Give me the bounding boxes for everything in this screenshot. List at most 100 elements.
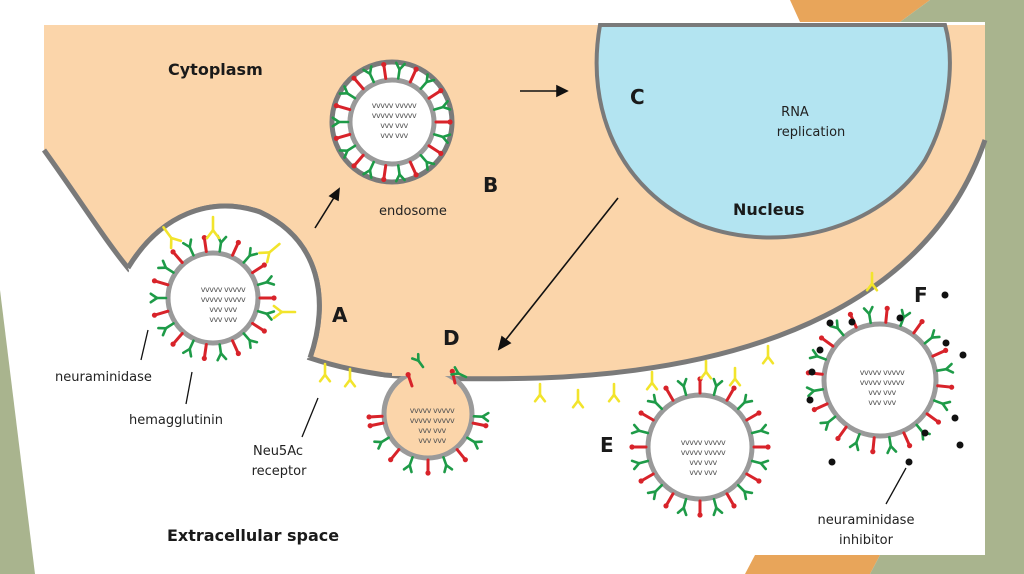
inhibitor-molecule (951, 414, 959, 422)
nucleus (594, 23, 952, 240)
neuraminidase-branch (941, 402, 949, 412)
neuraminidase-branch (161, 259, 168, 270)
neuraminidase-branch (676, 506, 685, 515)
inhibitor-molecule (941, 291, 949, 299)
leader-neu5ac (301, 397, 319, 438)
hemagglutinin-head (731, 385, 737, 391)
rna-glyph-line: vvvvv vvvvv (410, 416, 455, 425)
receptor-branch (766, 355, 775, 365)
receptor-branch (272, 304, 284, 314)
receptor-branch (343, 378, 352, 388)
hemagglutinin-head (818, 335, 825, 341)
receptor-branch (699, 370, 708, 380)
label-replication: replication (777, 125, 846, 140)
inhibitor-molecule (816, 346, 824, 354)
receptor-branch (538, 393, 547, 403)
label-neu5ac: Neu5Ac (253, 444, 303, 459)
label-neuraminidase: neuraminidase (55, 370, 152, 385)
neuraminidase-branch (265, 312, 273, 321)
neuraminidase-branch (425, 160, 429, 171)
hemagglutinin-head (884, 305, 890, 311)
virus-envelope (821, 321, 939, 439)
slide-green-left (0, 290, 35, 574)
receptor-branch (728, 377, 737, 387)
neuraminidase-spike (408, 456, 414, 467)
slide-green-bottom (870, 555, 985, 574)
receptor-stem (162, 226, 173, 240)
hemagglutinin-head (811, 406, 817, 413)
neuraminidase-spike (164, 322, 175, 330)
rna-glyph-line: vvv vvv (209, 315, 237, 324)
slide-green-right (900, 0, 1024, 574)
leader-inhibitor (885, 467, 907, 505)
receptor-branch (650, 381, 659, 391)
neuraminidase-spike (932, 399, 944, 406)
neuraminidase-branch (441, 105, 452, 111)
rna-glyph-line: vvv vvv (868, 388, 896, 397)
virus-f-inhibited (805, 305, 955, 455)
neuraminidase-branch (811, 348, 819, 358)
neuraminidase-branch (944, 367, 955, 374)
neuraminidase-branch (819, 421, 830, 425)
neuraminidase-spike (466, 436, 476, 444)
hemagglutinin-head (170, 249, 176, 255)
neuraminidase-spike (188, 245, 195, 257)
neuraminidase-spike (712, 384, 718, 397)
hemagglutinin-head (906, 443, 913, 449)
hemagglutinin-head (697, 512, 703, 518)
neuraminidase-spike (736, 401, 746, 411)
neuraminidase-branch (248, 339, 252, 350)
hemagglutinin-head (756, 410, 762, 416)
neuraminidase-branch (759, 429, 770, 435)
hemagglutinin-head (201, 235, 207, 241)
virus-e-release (629, 376, 771, 518)
hemagglutinin-head (756, 478, 762, 484)
virus-envelope (645, 392, 755, 502)
neuraminidase-spike (750, 459, 763, 465)
receptor-branch (733, 377, 742, 387)
label-receptor: receptor (252, 464, 308, 479)
arrow-a-to-b (314, 195, 336, 229)
inhibitor-molecule (806, 396, 814, 404)
arrows (314, 84, 619, 351)
receptor-branch (323, 373, 332, 383)
neuraminidase-spike (935, 367, 948, 372)
neuraminidase-spike (188, 339, 195, 351)
neuraminidase-branch (646, 490, 657, 495)
hemagglutinin-head (731, 503, 737, 509)
hemagglutinin-head (765, 444, 771, 450)
hemagglutinin-head (413, 66, 419, 72)
label-inhibitor-2: inhibitor (839, 533, 894, 548)
hemagglutinin-head (935, 419, 942, 425)
neuraminidase-spike (736, 483, 746, 493)
neuraminidase-branch (453, 366, 460, 375)
receptor-branch (870, 282, 879, 292)
neuraminidase-spike (346, 144, 357, 152)
neuraminidase-spike (218, 241, 223, 253)
hemagglutinin-head (663, 503, 669, 509)
neu5ac-receptors (318, 271, 879, 409)
arrow-a-to-b-head (328, 187, 340, 202)
neuraminidase-branch (759, 462, 768, 471)
label-hemagglutinin: hemagglutinin (129, 413, 223, 428)
receptor-branch (318, 373, 327, 383)
label-extracellular: Extracellular space (167, 526, 339, 545)
virus-a-attachment (125, 203, 322, 362)
hemagglutinin-head (366, 414, 372, 420)
neuraminidase-spike (242, 254, 251, 264)
neuraminidase-spike (637, 429, 650, 435)
inhibitor-molecule (956, 441, 964, 449)
neuraminidase-spike (637, 459, 650, 465)
neuraminidase-branch (930, 335, 941, 339)
neuraminidase-branch (188, 238, 193, 249)
hemagglutinin-head (462, 457, 468, 463)
rna-glyph-line: vvv vvv (418, 436, 446, 445)
receptor-branch (211, 228, 221, 240)
hemagglutinin-head (425, 470, 431, 476)
hemagglutinin-head (261, 262, 267, 268)
hemagglutinin-head (438, 150, 444, 156)
receptor-branch (576, 399, 585, 409)
hemagglutinin-head (447, 119, 453, 125)
